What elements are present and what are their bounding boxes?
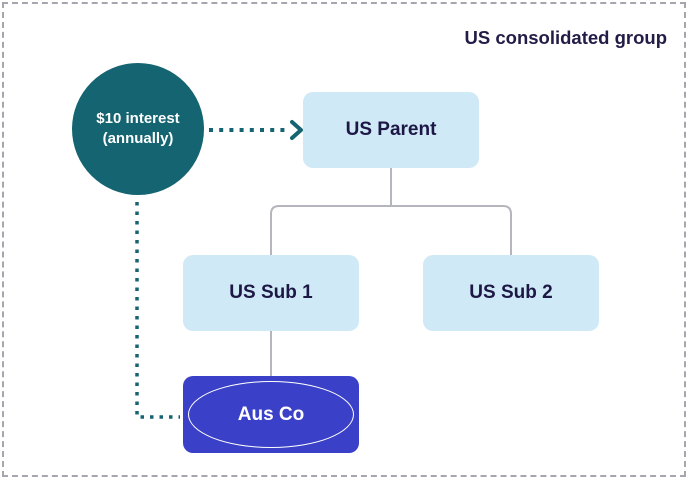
diagram-title: US consolidated group xyxy=(464,27,667,48)
interest-circle: $10 interest (annually) xyxy=(72,63,204,195)
interest-dotted-line-to-ausco xyxy=(135,202,180,419)
node-us-parent: US Parent xyxy=(303,92,479,168)
node-us-sub-2-label: US Sub 2 xyxy=(469,282,553,303)
interest-label-line2: (annually) xyxy=(102,130,174,147)
aus-co-ellipse-outline xyxy=(188,381,354,448)
node-aus-co-label: Aus Co xyxy=(237,403,305,425)
interest-label-line1: $10 interest xyxy=(96,110,180,128)
node-us-sub-2: US Sub 2 xyxy=(423,255,599,331)
node-aus-co: Aus Co xyxy=(183,376,359,453)
connector-parent-to-subs xyxy=(270,205,512,255)
node-us-parent-label: US Parent xyxy=(345,119,437,140)
node-us-sub-1: US Sub 1 xyxy=(183,255,359,331)
arrow-right-icon xyxy=(290,120,303,140)
node-us-sub-1-label: US Sub 1 xyxy=(229,282,313,303)
